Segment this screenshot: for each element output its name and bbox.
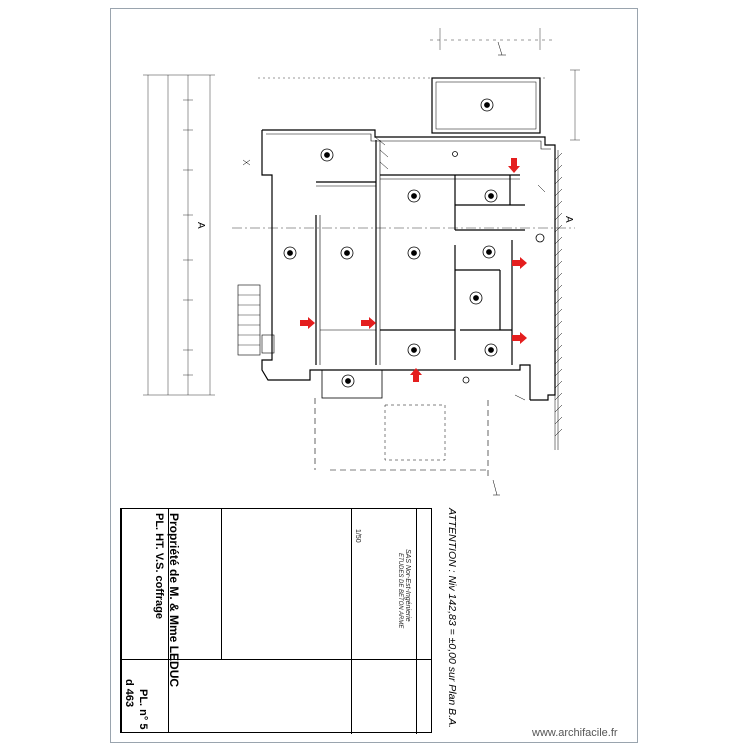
arrow-right-4	[512, 332, 527, 344]
title-block: d 463 PL. n° 5 Propriété de M. & Mme LED…	[120, 508, 432, 734]
watermark: www.archifacile.fr	[532, 727, 618, 739]
sheet-ref: PL. n° 5	[137, 689, 149, 730]
arrow-right-1	[512, 257, 527, 269]
plan-title: PL. HT. V.S. coffrage	[153, 513, 165, 619]
earth-hatching	[374, 136, 563, 450]
arrow-right-2	[300, 317, 315, 329]
scale-gauge: 1/50	[354, 529, 361, 543]
arrow-up-1	[410, 368, 422, 382]
project-title: Propriété de M. & Mme LEDUC	[167, 513, 181, 688]
red-arrows	[300, 158, 527, 382]
grid-mark-right: A	[563, 216, 574, 223]
grid-mark-left: A	[195, 222, 206, 229]
engineer-office: SAS Nor-Est-Ingénierie	[404, 549, 411, 622]
plan-walls	[237, 28, 556, 480]
annotation-ticks	[242, 41, 546, 496]
column-markers	[283, 98, 545, 388]
arrow-right-3	[361, 317, 376, 329]
arrow-down-1	[508, 158, 520, 173]
dossier-ref: d 463	[123, 679, 135, 708]
watermark-text: www.archifacile.fr	[532, 727, 618, 739]
engineer-sub: ETUDES DE BETON ARME	[397, 553, 403, 629]
dimension-chains	[143, 69, 580, 396]
annex-room	[431, 77, 541, 134]
attention-note: ATTENTION : Niv 142,83 = ±0,00 sur Plan …	[446, 508, 458, 729]
section-marks: A A	[195, 216, 574, 229]
stair	[237, 284, 261, 356]
